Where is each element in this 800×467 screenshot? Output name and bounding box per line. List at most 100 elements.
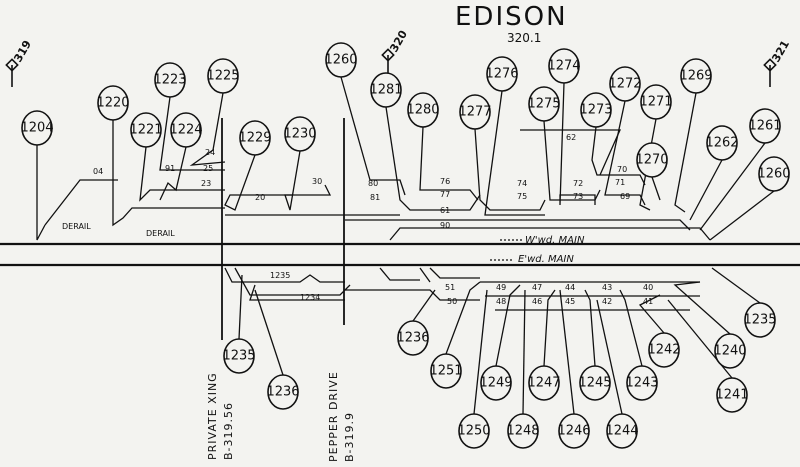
lever-number: 1246 — [557, 424, 590, 439]
lever-number: 1260 — [324, 53, 357, 68]
lever-circle — [223, 338, 255, 374]
lever-circle — [239, 120, 271, 156]
lever-number: 1245 — [578, 376, 611, 391]
track-label: 70 — [617, 165, 627, 174]
derail-label-1: DERAIL — [62, 222, 91, 231]
lever-number: 1242 — [647, 343, 680, 358]
lever-circle — [716, 377, 748, 413]
pepper-drive-label: PEPPER DRIVE B-319.9 — [327, 371, 356, 462]
track-label: 81 — [370, 193, 380, 202]
upper-lever-lines — [36, 76, 775, 241]
signal-head-icon — [763, 58, 777, 72]
track-label: 46 — [532, 297, 542, 306]
lever-1250: 1250 — [457, 413, 491, 449]
track-label: 48 — [496, 297, 506, 306]
lever-1247: 1247 — [527, 365, 561, 401]
signal-320: 320 — [381, 28, 410, 77]
lever-circle — [507, 413, 539, 449]
signals: 319 320 321 — [5, 28, 792, 87]
lever-circle — [21, 110, 53, 146]
track-label: 61 — [440, 206, 450, 215]
lever-number: 1273 — [579, 103, 612, 118]
station-title: EDISON — [455, 2, 568, 32]
lever-number: 1275 — [527, 97, 560, 112]
lever-circle — [430, 353, 462, 389]
lever-number: 1261 — [748, 119, 781, 134]
lever-circle — [714, 333, 746, 369]
track-label: 74 — [517, 179, 527, 188]
lever-1204: 1204 — [20, 110, 54, 146]
track-label: 77 — [440, 190, 450, 199]
lever-circle — [486, 56, 518, 92]
lever-1236: 1236 — [266, 374, 300, 410]
track-label: 72 — [573, 179, 583, 188]
track-label: 41 — [643, 297, 653, 306]
track-label: 91 — [165, 164, 175, 173]
lever-1272: 1272 — [608, 66, 642, 102]
lever-number: 1270 — [635, 153, 668, 168]
lever-1235: 1235 — [222, 338, 256, 374]
lever-circle — [170, 112, 202, 148]
lever-number: 1224 — [169, 123, 202, 138]
track-label: 20 — [255, 193, 265, 202]
lever-number: 1276 — [485, 67, 518, 82]
track-label: 25 — [203, 164, 213, 173]
lever-1249: 1249 — [479, 365, 513, 401]
track-label: 51 — [445, 283, 455, 292]
track-label: 50 — [447, 297, 457, 306]
track-label: 42 — [602, 297, 612, 306]
pepper-drive-milepost: B-319.9 — [343, 412, 356, 462]
lever-1224: 1224 — [169, 112, 203, 148]
signal-319: 319 — [5, 38, 34, 87]
track-label: 71 — [615, 178, 625, 187]
lever-circle — [706, 125, 738, 161]
private-xing-name: PRIVATE XING — [206, 372, 219, 460]
lever-circle — [267, 374, 299, 410]
signal-label: 321 — [769, 38, 792, 64]
lever-circle — [458, 413, 490, 449]
private-xing-milepost: B-319.56 — [222, 402, 235, 460]
lever-circle — [130, 112, 162, 148]
track-label: 62 — [566, 133, 576, 142]
lever-circle — [459, 94, 491, 130]
lever-number: 1251 — [429, 364, 462, 379]
westward-main-label: W'wd. MAIN — [525, 235, 585, 246]
lever-number: 1277 — [458, 105, 491, 120]
lever-1273: 1273 — [579, 92, 613, 128]
track-label: 24 — [205, 148, 215, 157]
lever-circle — [758, 156, 790, 192]
lever-number: 1241 — [715, 388, 748, 403]
track-label: 44 — [565, 283, 575, 292]
lever-circle — [680, 58, 712, 94]
lever-number: 1243 — [625, 376, 658, 391]
lever-number: 1220 — [96, 96, 129, 111]
track-label: 40 — [643, 283, 653, 292]
lever-1270: 1270 — [635, 142, 669, 178]
lever-1236: 1236 — [396, 320, 430, 356]
main-tracks — [0, 242, 800, 267]
lever-1277: 1277 — [458, 94, 492, 130]
lever-circle — [749, 108, 781, 144]
lever-number: 1281 — [369, 83, 402, 98]
lower-lever-lines — [224, 267, 761, 415]
lever-1274: 1274 — [547, 48, 581, 84]
lever-circle — [528, 86, 560, 122]
pepper-drive-name: PEPPER DRIVE — [327, 371, 340, 462]
main-label-arrows — [490, 239, 522, 261]
lever-number: 1225 — [206, 69, 239, 84]
lever-1261: 1261 — [748, 108, 782, 144]
lever-1245: 1245 — [578, 365, 612, 401]
lever-number: 1204 — [20, 121, 53, 136]
track-label: 45 — [565, 297, 575, 306]
lever-1275: 1275 — [527, 86, 561, 122]
lever-1280: 1280 — [406, 92, 440, 128]
lever-circle — [97, 85, 129, 121]
lever-circle — [207, 58, 239, 94]
lever-number: 1272 — [608, 77, 641, 92]
track-label: 04 — [93, 167, 103, 176]
lever-1235: 1235 — [743, 302, 777, 338]
lever-1281: 1281 — [369, 72, 403, 108]
